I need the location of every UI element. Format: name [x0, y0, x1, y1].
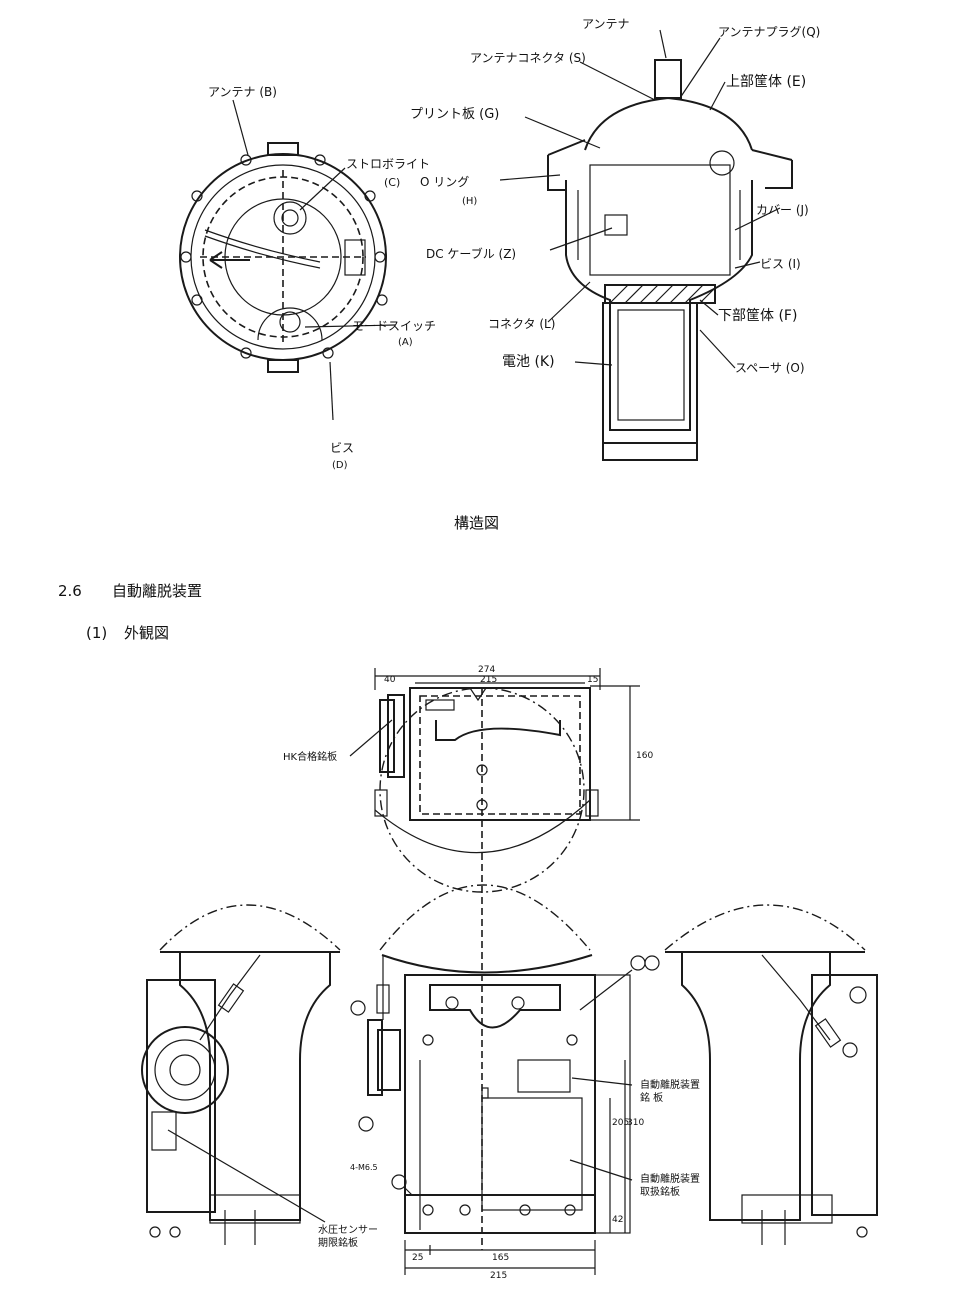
- release-device-front-view: [350, 884, 660, 1275]
- label-antenna: アンテナ: [582, 17, 630, 31]
- label-connector: コネクタ (L): [488, 317, 555, 331]
- dim-top-left: 40: [384, 675, 396, 685]
- label-o-ring: O リング: [420, 175, 469, 189]
- dim-bottom-165: 165: [492, 1253, 509, 1263]
- top-view-round-device: [179, 99, 396, 421]
- label-antenna-connector: アンテナコネクタ (S): [470, 51, 586, 65]
- release-device-right-view: [664, 904, 878, 1245]
- section-number: 2.6: [58, 582, 82, 600]
- label-antenna-plug: アンテナプラグ(Q): [718, 25, 820, 39]
- label-release-plate-2: 銘 板: [640, 1091, 663, 1104]
- label-screw-i: ビス (I): [760, 257, 801, 271]
- dim-h-310: 310: [627, 1118, 644, 1128]
- label-handling-plate: 自動離脱装置: [640, 1172, 700, 1185]
- label-screw-d: ビス: [330, 441, 354, 455]
- figure-caption: 構造図: [454, 514, 499, 532]
- label-hk-plate: HK合格銘板: [283, 750, 337, 763]
- dim-bottom-215: 215: [490, 1271, 507, 1281]
- subsection-title: 外観図: [124, 624, 169, 642]
- label-handling-plate-2: 取扱銘板: [640, 1185, 680, 1198]
- subsection-number: (1): [86, 624, 107, 642]
- label-pressure-sensor-2: 期限銘板: [318, 1236, 358, 1249]
- label-cover: カバー (J): [756, 203, 809, 217]
- release-device-left-view: [141, 904, 341, 1245]
- label-antenna-b: アンテナ (B): [208, 85, 277, 99]
- section-view-device: [499, 29, 793, 461]
- dim-top-total: 274: [478, 665, 495, 675]
- label-o-ring-code: (H): [462, 196, 477, 207]
- label-note-small: 4-M6.5: [350, 1163, 378, 1172]
- label-battery: 電池 (K): [502, 354, 555, 370]
- label-upper-housing: 上部筐体 (E): [726, 73, 806, 90]
- label-lower-housing: 下部筐体 (F): [718, 307, 797, 324]
- section-title: 自動離脱装置: [112, 582, 202, 600]
- label-mode-switch: モードスイッチ: [352, 319, 436, 333]
- dim-h-205: 205: [612, 1118, 629, 1128]
- label-release-plate: 自動離脱装置: [640, 1078, 700, 1091]
- label-printed-board: プリント板 (G): [410, 107, 499, 122]
- dim-top-inner: 215: [480, 675, 497, 685]
- label-strobe-light: ストロボライト: [346, 157, 430, 171]
- label-pressure-sensor: 水圧センサー: [318, 1224, 378, 1236]
- label-spacer: スペーサ (O): [735, 361, 805, 375]
- dim-top-right: 15: [587, 675, 598, 685]
- dim-h-42: 42: [612, 1215, 623, 1225]
- label-strobe-light-code: (C): [384, 176, 400, 189]
- dim-bottom-25: 25: [412, 1253, 423, 1263]
- label-screw-d-code: (D): [332, 460, 348, 471]
- dim-top-height: 160: [636, 751, 653, 761]
- label-dc-cable: DC ケーブル (Z): [426, 246, 516, 261]
- label-mode-switch-code: (A): [398, 337, 413, 348]
